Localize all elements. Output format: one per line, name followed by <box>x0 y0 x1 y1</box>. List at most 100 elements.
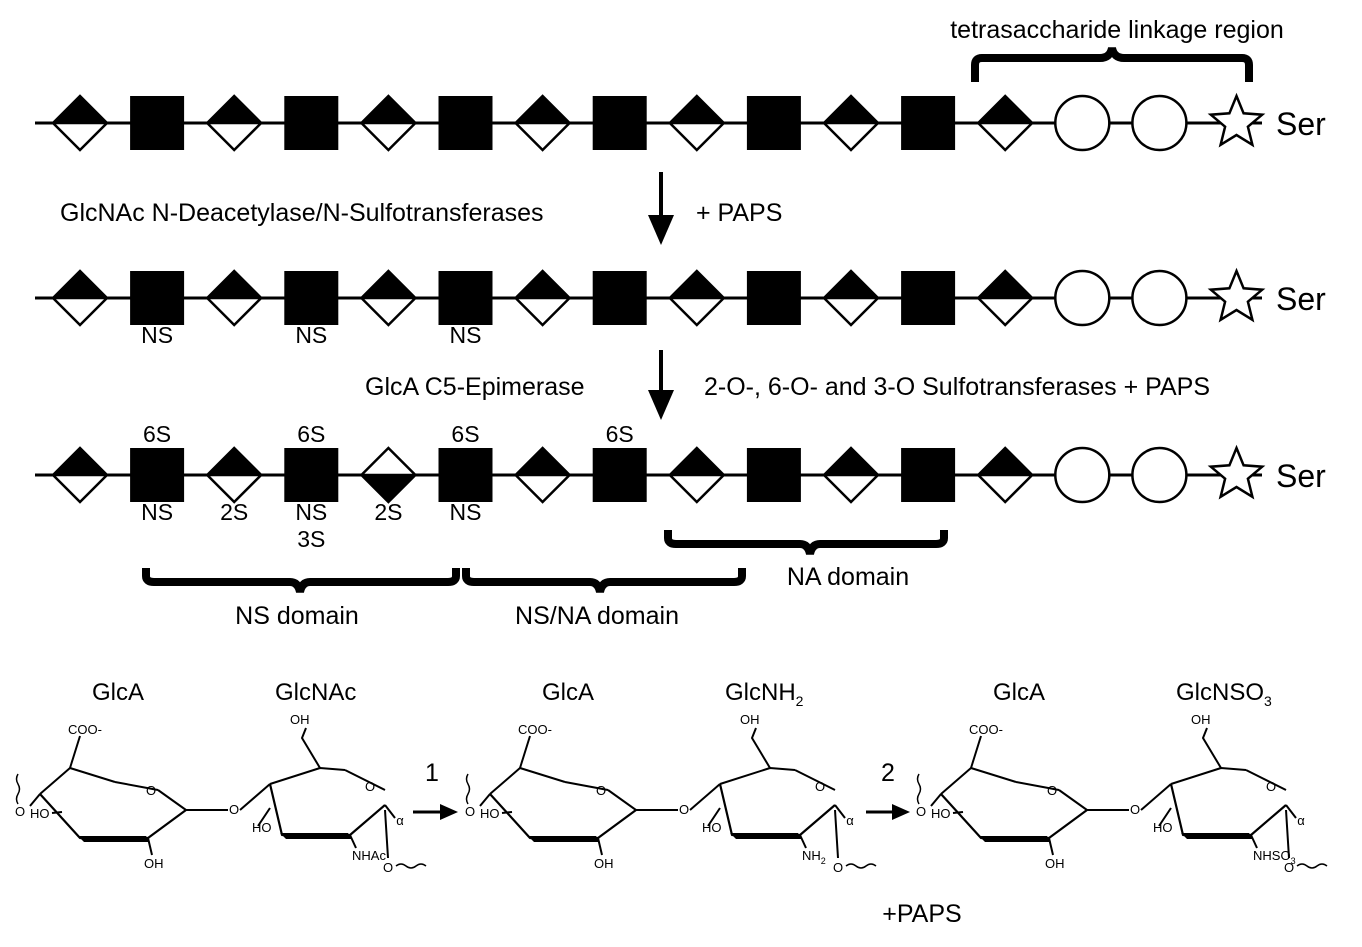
reaction-step-2-label: 2 <box>881 759 895 787</box>
step-2-cofactor: 2-O-, 6-O- and 3-O Sulfotransferases + P… <box>704 373 1210 401</box>
ns-na-domain-label: NS/NA domain <box>515 602 679 630</box>
glcnac-half-diamond <box>49 269 111 327</box>
amino-substituent-label: NH2 <box>802 848 826 866</box>
glcnac-half-diamond <box>49 446 111 504</box>
glcnac-half-diamond <box>820 446 882 504</box>
glcnac-half-diamond <box>975 94 1036 152</box>
hydroxyl-label: HO <box>702 820 722 835</box>
sulfate-label: NS <box>295 322 327 348</box>
sulfate-label: 3S <box>297 526 325 552</box>
glcn-square <box>592 448 647 502</box>
xyl-star <box>1207 92 1266 148</box>
gal-circle <box>1131 269 1188 327</box>
reaction-step-1-label: 1 <box>425 759 439 787</box>
carboxylate-label: COO- <box>518 722 552 737</box>
alpha-label: α <box>846 813 854 828</box>
glcn-square <box>746 271 801 325</box>
glcn-square <box>284 96 339 150</box>
glcnac-half-diamond <box>666 446 727 504</box>
glycosidic-oxygen-label: O <box>465 804 475 819</box>
glcn-square <box>130 271 185 325</box>
step-1-enzyme: GlcNAc N-Deacetylase/N-Sulfotransferases <box>60 199 544 227</box>
step-2: GlcA C5-Epimerase 2-O-, 6-O- and 3-O Sul… <box>365 350 1210 420</box>
ns-na-domain-brace <box>462 568 746 593</box>
reaction-arrow-1-head <box>440 804 458 820</box>
glcn-square <box>284 271 339 325</box>
domain-annotations: NS domain NS/NA domain NA domain <box>142 530 948 630</box>
glcn-square <box>901 271 956 325</box>
step-1: GlcNAc N-Deacetylase/N-Sulfotransferases… <box>60 172 782 245</box>
bottom-cofactor: +PAPS <box>882 900 961 928</box>
glcnac-half-diamond <box>204 94 265 152</box>
gal-circle <box>1131 446 1188 504</box>
step-1-arrow-head <box>648 215 674 245</box>
glycosidic-oxygen-label: O <box>15 804 25 819</box>
glcn-square <box>592 96 647 150</box>
glcn-square <box>746 448 801 502</box>
sulfate-label: NS <box>141 322 173 348</box>
glcnac-half-diamond <box>820 94 882 152</box>
linkage-brace <box>971 46 1253 82</box>
sulfate-label-6s: 6S <box>606 421 634 447</box>
sulfate-label: NS <box>295 499 327 525</box>
glcn-square <box>901 96 956 150</box>
ring-oxygen-label: O <box>146 783 156 798</box>
glcn-square <box>130 96 185 150</box>
hydroxyl-label: HO <box>252 820 272 835</box>
glcnac-half-diamond <box>204 446 265 504</box>
glcn-square <box>284 448 339 502</box>
glcnac-half-diamond <box>666 269 727 327</box>
glcnac-half-diamond <box>975 269 1036 327</box>
glcnac-half-diamond <box>820 269 882 327</box>
na-domain-label: NA domain <box>787 563 909 591</box>
step-2-enzyme: GlcA C5-Epimerase <box>365 373 585 401</box>
ns-domain-label: NS domain <box>235 602 359 630</box>
gal-circle <box>1054 446 1111 504</box>
gal-circle <box>1054 94 1111 152</box>
glycosidic-oxygen-label: O <box>229 802 239 817</box>
glcn-square <box>592 271 647 325</box>
sulfate-label: 2S <box>374 499 402 525</box>
glycosidic-oxygen-label: O <box>1130 802 1140 817</box>
glycosidic-oxygen-label: O <box>679 802 689 817</box>
carboxylate-label: COO- <box>68 722 102 737</box>
reaction-arrow-2-head <box>892 804 910 820</box>
hydroxyl-label: OH <box>290 712 310 727</box>
sulfate-label: NS <box>450 499 482 525</box>
sulfate-label-6s: 6S <box>451 421 479 447</box>
ring-oxygen-label: O <box>365 779 375 794</box>
hydroxyl-label: HO <box>30 806 50 821</box>
hydroxyl-label: OH <box>1045 856 1065 871</box>
sulfate-label-6s: 6S <box>297 421 325 447</box>
linkage-region-annotation: tetrasaccharide linkage region <box>950 16 1284 82</box>
glcnac-half-diamond <box>49 94 111 152</box>
ns-domain-brace <box>142 568 460 593</box>
ring-oxygen-label: O <box>1266 779 1276 794</box>
glcn-square <box>438 448 493 502</box>
glcnac-half-diamond <box>512 446 573 504</box>
idoa-half-diamond <box>358 446 419 504</box>
glcn-square <box>438 271 493 325</box>
reaction-arrows: 1 2 +PAPS <box>413 759 962 928</box>
ring-oxygen-label: O <box>1047 783 1057 798</box>
glca-name: GlcA <box>542 679 594 706</box>
glcn-square <box>438 96 493 150</box>
amino-substituent-label: NHAc <box>352 848 386 863</box>
reducing-oxygen-label: O <box>1284 860 1294 875</box>
hydroxyl-label: HO <box>480 806 500 821</box>
gal-circle <box>1131 94 1188 152</box>
glcn-square <box>901 448 956 502</box>
glcnac-half-diamond <box>204 269 265 327</box>
hydroxyl-label: OH <box>1191 712 1211 727</box>
alpha-label: α <box>396 813 404 828</box>
glcnac-half-diamond <box>512 269 573 327</box>
amino-substituent-label: NHSO3 <box>1253 848 1296 866</box>
reducing-oxygen-label: O <box>383 860 393 875</box>
hydroxyl-label: OH <box>594 856 614 871</box>
